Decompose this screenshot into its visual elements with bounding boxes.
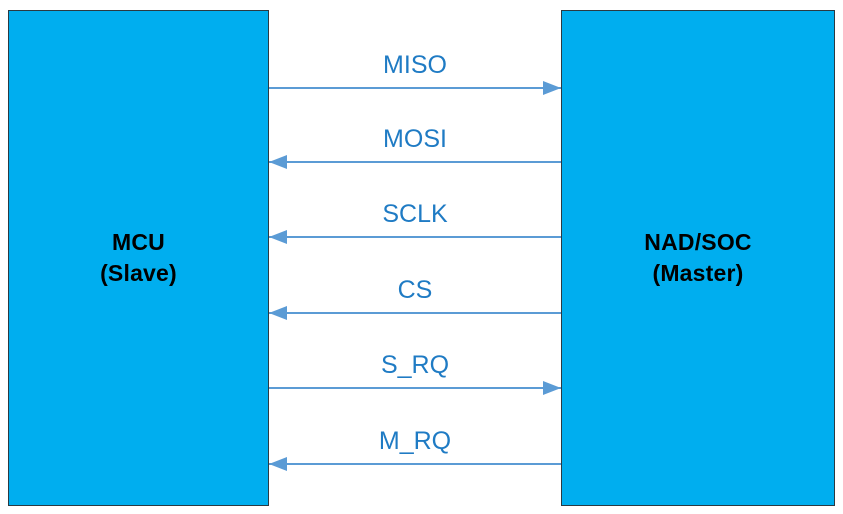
arrow-left-icon — [269, 457, 287, 471]
block-mcu[interactable]: MCU (Slave) — [8, 10, 269, 506]
signal-s-rq-shaft — [269, 387, 561, 389]
block-mcu-title: MCU — [112, 229, 165, 255]
signal-sclk-label: SCLK — [382, 200, 448, 228]
block-nad-soc-title: NAD/SOC — [644, 229, 752, 255]
signal-mosi-label: MOSI — [383, 125, 447, 153]
signal-cs-shaft — [269, 312, 561, 314]
signal-miso-shaft — [269, 87, 561, 89]
signal-m-rq-label: M_RQ — [378, 427, 452, 455]
signal-cs-label: CS — [397, 276, 433, 304]
block-nad-soc-subtitle: (Master) — [652, 260, 744, 286]
signal-sclk-shaft — [269, 236, 561, 238]
arrow-left-icon — [269, 306, 287, 320]
signal-mosi-shaft — [269, 161, 561, 163]
block-nad-soc[interactable]: NAD/SOC (Master) — [561, 10, 835, 506]
signal-miso-label: MISO — [383, 51, 447, 79]
arrow-right-icon — [543, 381, 561, 395]
arrow-left-icon — [269, 230, 287, 244]
arrow-left-icon — [269, 155, 287, 169]
block-mcu-subtitle: (Slave) — [100, 260, 177, 286]
signal-s-rq-label: S_RQ — [380, 351, 450, 379]
signal-m-rq-shaft — [269, 463, 561, 465]
arrow-right-icon — [543, 81, 561, 95]
